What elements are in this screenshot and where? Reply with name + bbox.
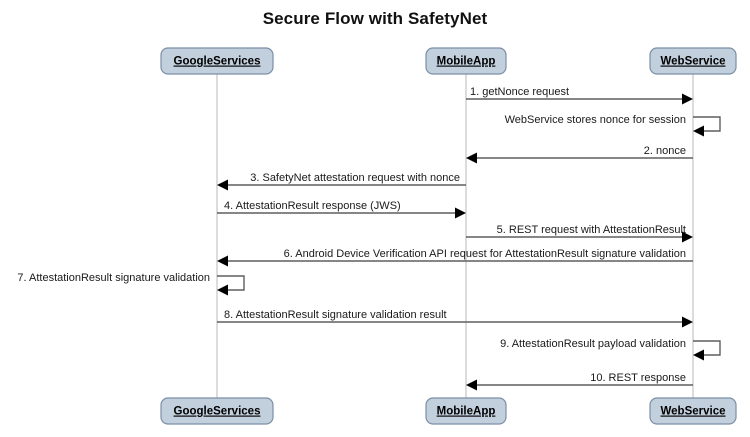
message-9[interactable]: 9. AttestationResult payload validation xyxy=(500,338,721,361)
self-message-loop xyxy=(217,275,245,291)
self-message-loop xyxy=(693,116,721,132)
participants-layer: GoogleServicesGoogleServicesMobileAppMob… xyxy=(160,47,737,425)
message-4[interactable]: 4. AttestationResult response (JWS) xyxy=(217,200,466,219)
participant-box-web-header[interactable] xyxy=(649,47,737,75)
participant-label-mobile-header: MobileApp xyxy=(437,56,496,68)
participant-label-mobile-footer: MobileApp xyxy=(437,406,496,418)
participant-box-mobile-footer[interactable] xyxy=(425,397,507,425)
participant-box-google-header[interactable] xyxy=(160,47,274,75)
message-label: 7. AttestationResult signature validatio… xyxy=(17,272,210,284)
message-1[interactable]: 1. getNonce request xyxy=(466,86,693,105)
message-label: 4. AttestationResult response (JWS) xyxy=(224,200,401,212)
message-label: 6. Android Device Verification API reque… xyxy=(284,248,686,260)
participant-label-web-footer: WebService xyxy=(661,406,726,418)
message-label: WebService stores nonce for session xyxy=(505,114,686,126)
participant-label-web-header: WebService xyxy=(661,56,726,68)
participant-box-mobile-header[interactable] xyxy=(425,47,507,75)
lifelines-layer xyxy=(216,74,694,398)
arrow-head xyxy=(693,349,704,361)
message-10[interactable]: 10. REST response xyxy=(466,372,693,391)
message-label: 3. SafetyNet attestation request with no… xyxy=(250,172,460,184)
message-3[interactable]: 3. SafetyNet attestation request with no… xyxy=(217,172,466,191)
message-label: 1. getNonce request xyxy=(470,86,569,98)
arrow-head xyxy=(217,255,228,267)
message-7[interactable]: 7. AttestationResult signature validatio… xyxy=(17,272,245,296)
arrow-head xyxy=(682,231,693,243)
message-label: 9. AttestationResult payload validation xyxy=(500,338,686,350)
arrow-head xyxy=(693,125,704,137)
message-label: 8. AttestationResult signature validatio… xyxy=(224,309,447,321)
arrow-head xyxy=(682,93,693,105)
message-6[interactable]: 6. Android Device Verification API reque… xyxy=(217,248,693,267)
arrow-head xyxy=(455,207,466,219)
self-message-loop xyxy=(693,340,721,356)
participant-label-google-header: GoogleServices xyxy=(174,56,261,68)
arrow-head xyxy=(466,152,477,164)
page-title: Secure Flow with SafetyNet xyxy=(262,9,488,28)
message-note-1[interactable]: WebService stores nonce for session xyxy=(505,114,721,137)
participant-box-web-footer[interactable] xyxy=(649,397,737,425)
message-label: 10. REST response xyxy=(590,372,686,384)
arrow-head xyxy=(217,284,228,296)
message-label: 2. nonce xyxy=(644,145,686,157)
arrow-head xyxy=(682,316,693,328)
message-2[interactable]: 2. nonce xyxy=(466,145,693,164)
participant-label-google-footer: GoogleServices xyxy=(174,406,261,418)
message-5[interactable]: 5. REST request with AttestationResult xyxy=(466,224,693,243)
participant-box-google-footer[interactable] xyxy=(160,397,274,425)
message-8[interactable]: 8. AttestationResult signature validatio… xyxy=(217,309,693,328)
message-label: 5. REST request with AttestationResult xyxy=(497,224,686,236)
arrow-head xyxy=(466,379,477,391)
arrow-head xyxy=(217,179,228,191)
